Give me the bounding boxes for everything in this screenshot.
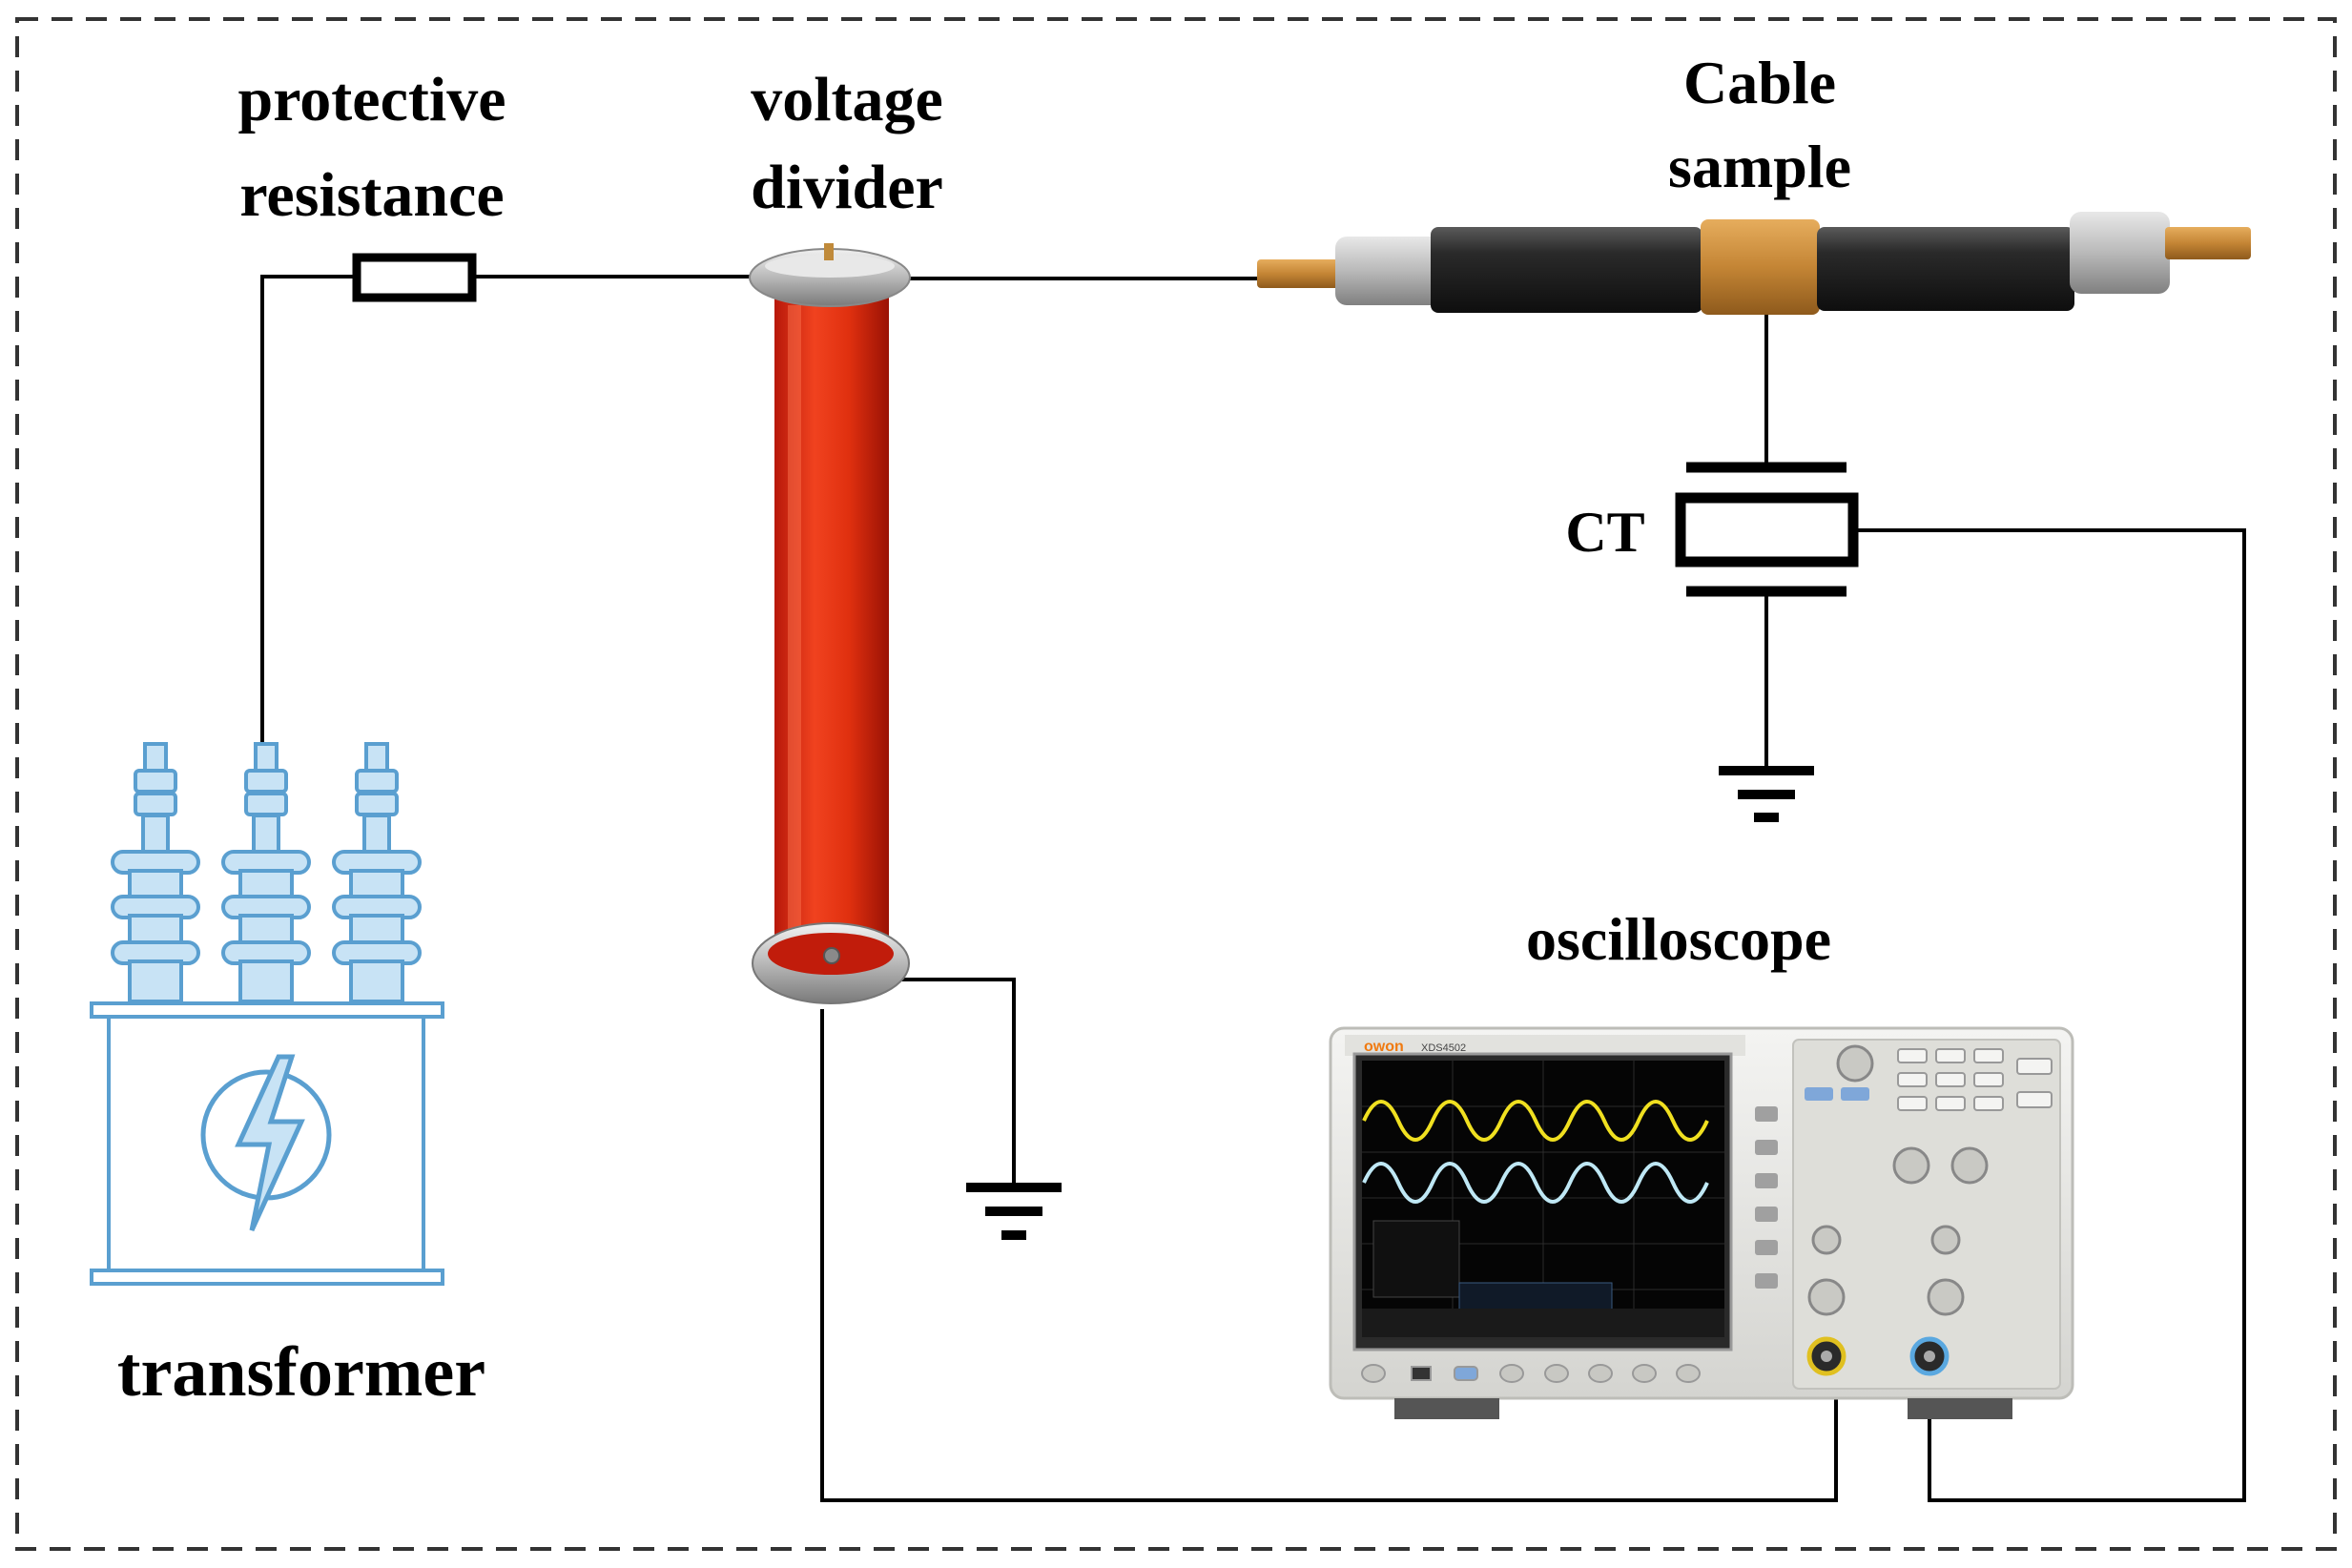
wire-divider-to-ground <box>892 978 1016 1187</box>
protective-resistance-label-line1: protective <box>238 65 506 134</box>
lightning-bolt-icon <box>235 1054 305 1232</box>
bushing-right <box>332 742 422 1003</box>
transformer-icon <box>90 742 444 1286</box>
scope-trace-ch2 <box>1362 1162 1709 1204</box>
scope-trace-ch1 <box>1362 1100 1709 1142</box>
voltage-divider <box>749 243 911 1004</box>
labels: protective resistance voltage divider Ca… <box>117 49 1851 1412</box>
current-transformer <box>1675 462 1859 597</box>
scope-brand: owon <box>1364 1039 1404 1055</box>
transformer-lid <box>90 1001 444 1019</box>
cable-sample-label-line2: sample <box>1668 133 1851 200</box>
ground-symbol-ct <box>1719 766 1814 822</box>
bushing-left <box>111 742 200 1003</box>
protective-resistor <box>352 253 477 302</box>
transformer-label: transformer <box>117 1333 485 1412</box>
scope-model: XDS4502 <box>1421 1042 1466 1054</box>
protective-resistance-label-line2: resistance <box>239 160 504 230</box>
wire-ct-to-scope-ch2 <box>1855 528 2246 1502</box>
ct-label: CT <box>1565 501 1644 564</box>
transformer-base <box>90 1269 444 1286</box>
cable-sample-label-line1: Cable <box>1683 49 1836 116</box>
cable-sample <box>1257 212 2251 315</box>
wire-transformer-to-resistor <box>260 275 355 744</box>
bushing-center <box>221 742 311 1003</box>
oscilloscope: owon XDS4502 <box>1329 1026 2074 1419</box>
oscilloscope-label: oscilloscope <box>1526 905 1831 973</box>
ground-symbol-divider <box>966 1183 1062 1240</box>
wire-divider-to-scope-ch1 <box>820 1009 1838 1502</box>
voltage-divider-label-line1: voltage <box>751 65 943 134</box>
wires <box>260 275 2246 1502</box>
voltage-divider-label-line2: divider <box>751 153 943 222</box>
